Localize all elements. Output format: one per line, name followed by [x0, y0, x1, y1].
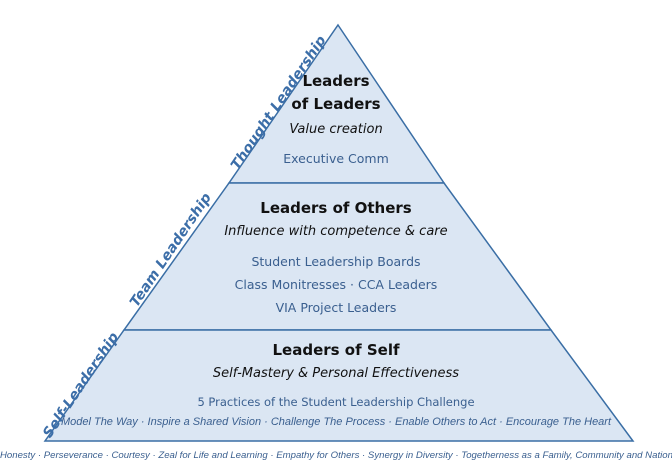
bottom-tier-subtitle: Self-Mastery & Personal Effectiveness [212, 366, 460, 381]
core-values-line: Honesty · Perseverance · Courtesy · Zeal… [0, 450, 672, 461]
top-tier-title-line2: of Leaders [291, 95, 381, 113]
pyramid-tier-bottom [43, 329, 635, 442]
bottom-tier-practices: Model The Way · Inspire a Shared Vision … [60, 416, 612, 428]
bottom-tier-item: 5 Practices of the Student Leadership Ch… [197, 395, 475, 409]
top-tier-subtitle: Value creation [289, 122, 383, 137]
middle-tier-subtitle: Influence with competence & care [224, 224, 448, 239]
middle-tier-item: Class Monitresses · CCA Leaders [234, 277, 438, 292]
bottom-tier-title: Leaders of Self [272, 341, 400, 359]
top-tier-title-line1: Leaders [302, 72, 370, 90]
top-tier-item: Executive Comm [283, 151, 389, 166]
middle-tier-item: Student Leadership Boards [251, 254, 421, 269]
middle-tier-item: VIA Project Leaders [275, 300, 397, 315]
middle-tier-title: Leaders of Others [260, 199, 412, 217]
